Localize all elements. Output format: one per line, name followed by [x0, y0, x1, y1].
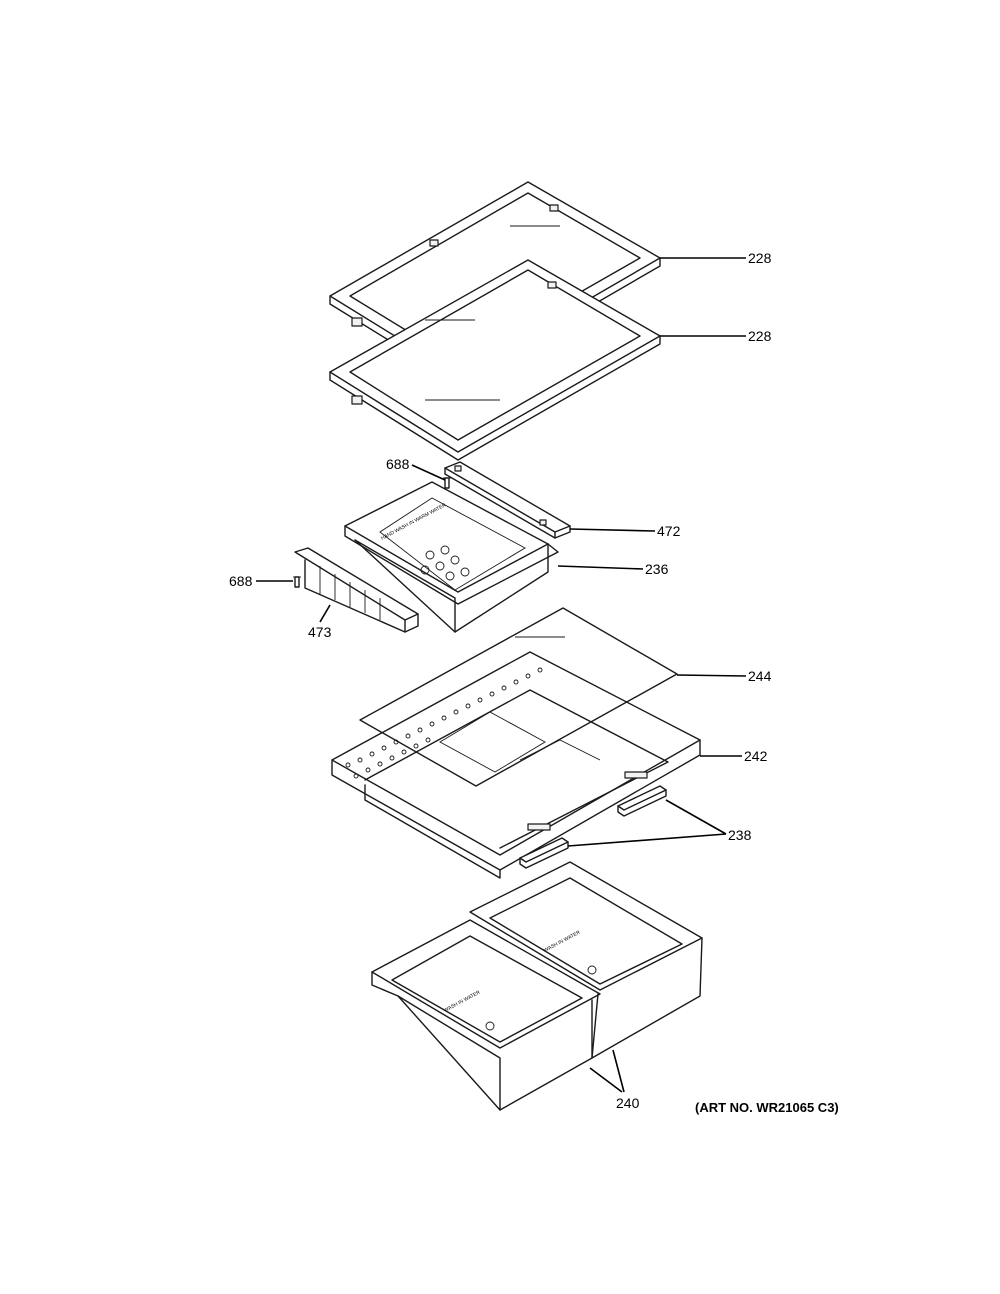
cover-frame — [331, 651, 701, 879]
leader-glass-cover — [676, 674, 747, 677]
leader-slide-left — [319, 604, 331, 623]
leader-humidity-left — [567, 833, 727, 847]
leader-pan-upper — [557, 565, 644, 570]
pan-upper: HAND WASH IN WARM WATER — [344, 481, 559, 633]
slide-left — [294, 547, 419, 633]
callout-crisper-pans: 240 — [616, 1095, 640, 1111]
crisper-pan-left: WASH IN WATER — [371, 919, 601, 1111]
leader-screw-upper — [411, 464, 446, 481]
humidity-control-left — [519, 837, 569, 869]
humidity-control-right — [617, 785, 667, 817]
callout-humidity-controls: 238 — [728, 827, 752, 843]
leader-crisper-left — [589, 1067, 623, 1093]
shelf-bottom — [329, 259, 661, 461]
screw-upper — [443, 477, 451, 489]
callout-slide-right: 472 — [657, 523, 681, 539]
slide-right — [444, 461, 571, 539]
crisper-pan-right: WASH IN WATER — [469, 861, 703, 1059]
callout-shelf-top: 228 — [748, 250, 772, 266]
leader-crisper-right — [612, 1049, 625, 1093]
callout-slide-left: 473 — [308, 624, 332, 640]
callout-pan-upper: 236 — [645, 561, 669, 577]
art-number: (ART NO. WR21065 C3) — [695, 1100, 839, 1115]
screw-left — [293, 576, 301, 588]
callout-glass-cover: 244 — [748, 668, 772, 684]
leader-humidity-right — [665, 799, 727, 835]
callout-screw-left: 688 — [229, 573, 253, 589]
callout-screw-upper: 688 — [386, 456, 410, 472]
leader-slide-right — [569, 528, 656, 532]
callout-shelf-bottom: 228 — [748, 328, 772, 344]
callout-cover-frame: 242 — [744, 748, 768, 764]
